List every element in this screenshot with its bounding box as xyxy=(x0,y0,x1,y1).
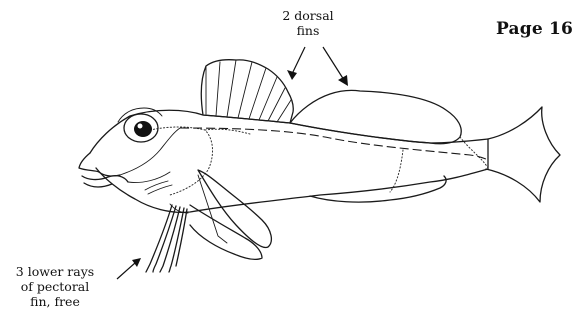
dorsal-fin-arrows xyxy=(287,47,348,86)
pectoral-rays-callout: 3 lower rays of pectoral fin, free xyxy=(0,264,110,309)
caudal-fin xyxy=(486,107,560,202)
dorsal-fins-callout: 2 dorsal fins xyxy=(258,8,358,38)
dorsal-fins-callout-line-1: 2 dorsal xyxy=(258,8,358,23)
free-pectoral-rays xyxy=(146,204,188,272)
pectoral-rays-callout-line-2: of pectoral xyxy=(0,279,110,294)
pectoral-rays-callout-line-1: 3 lower rays xyxy=(0,264,110,279)
pectoral-ray-arrow xyxy=(117,258,141,279)
dorsal-fins-callout-line-2: fins xyxy=(258,23,358,38)
pectoral-fin xyxy=(198,170,271,248)
pectoral-rays-callout-line-3: fin, free xyxy=(0,294,110,309)
page-number-label: Page 16 xyxy=(496,19,573,39)
first-dorsal-fin xyxy=(201,60,293,123)
fish-head xyxy=(79,127,250,195)
